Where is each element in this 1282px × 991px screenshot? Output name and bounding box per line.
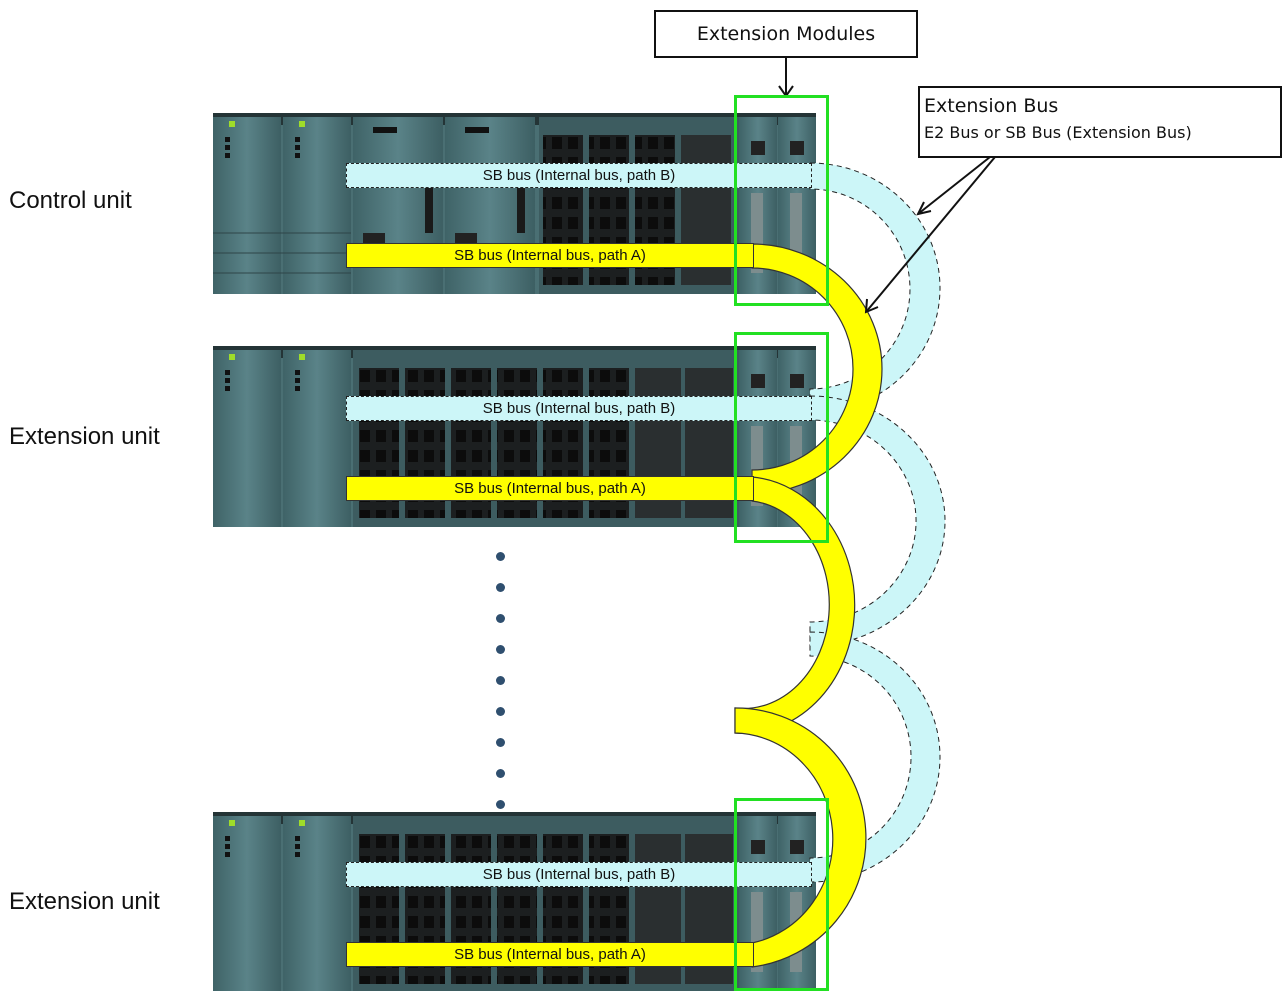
unit-label-extension-1: Extension unit <box>9 423 160 450</box>
extension-modules-callout: Extension Modules <box>654 10 918 58</box>
extension-module-highlight-control <box>734 95 829 306</box>
continuation-dot <box>496 645 505 654</box>
extension-bus-callout-title: Extension Bus <box>924 95 1059 117</box>
extension-module-highlight-extension-1 <box>734 332 829 543</box>
continuation-dot <box>496 769 505 778</box>
sb-bus-path-a-control: SB bus (Internal bus, path A) <box>346 243 754 268</box>
continuation-dot <box>496 614 505 623</box>
continuation-dot <box>496 800 505 809</box>
sb-bus-path-a-extension-2: SB bus (Internal bus, path A) <box>346 942 754 967</box>
continuation-dot <box>496 707 505 716</box>
extension-bus-callout: Extension Bus E2 Bus or SB Bus (Extensio… <box>918 86 1282 158</box>
sb-bus-path-a-extension-1: SB bus (Internal bus, path A) <box>346 476 754 501</box>
path-b-arcs <box>809 162 946 883</box>
extension-modules-callout-text: Extension Modules <box>696 23 876 45</box>
continuation-dot <box>496 583 505 592</box>
extension-bus-callout-subtitle: E2 Bus or SB Bus (Extension Bus) <box>924 123 1192 142</box>
continuation-dot <box>496 676 505 685</box>
continuation-dot <box>496 738 505 747</box>
unit-label-extension-2: Extension unit <box>9 888 160 915</box>
unit-label-control: Control unit <box>9 187 132 214</box>
continuation-dot <box>496 552 505 561</box>
extension-module-highlight-extension-2 <box>734 798 829 991</box>
